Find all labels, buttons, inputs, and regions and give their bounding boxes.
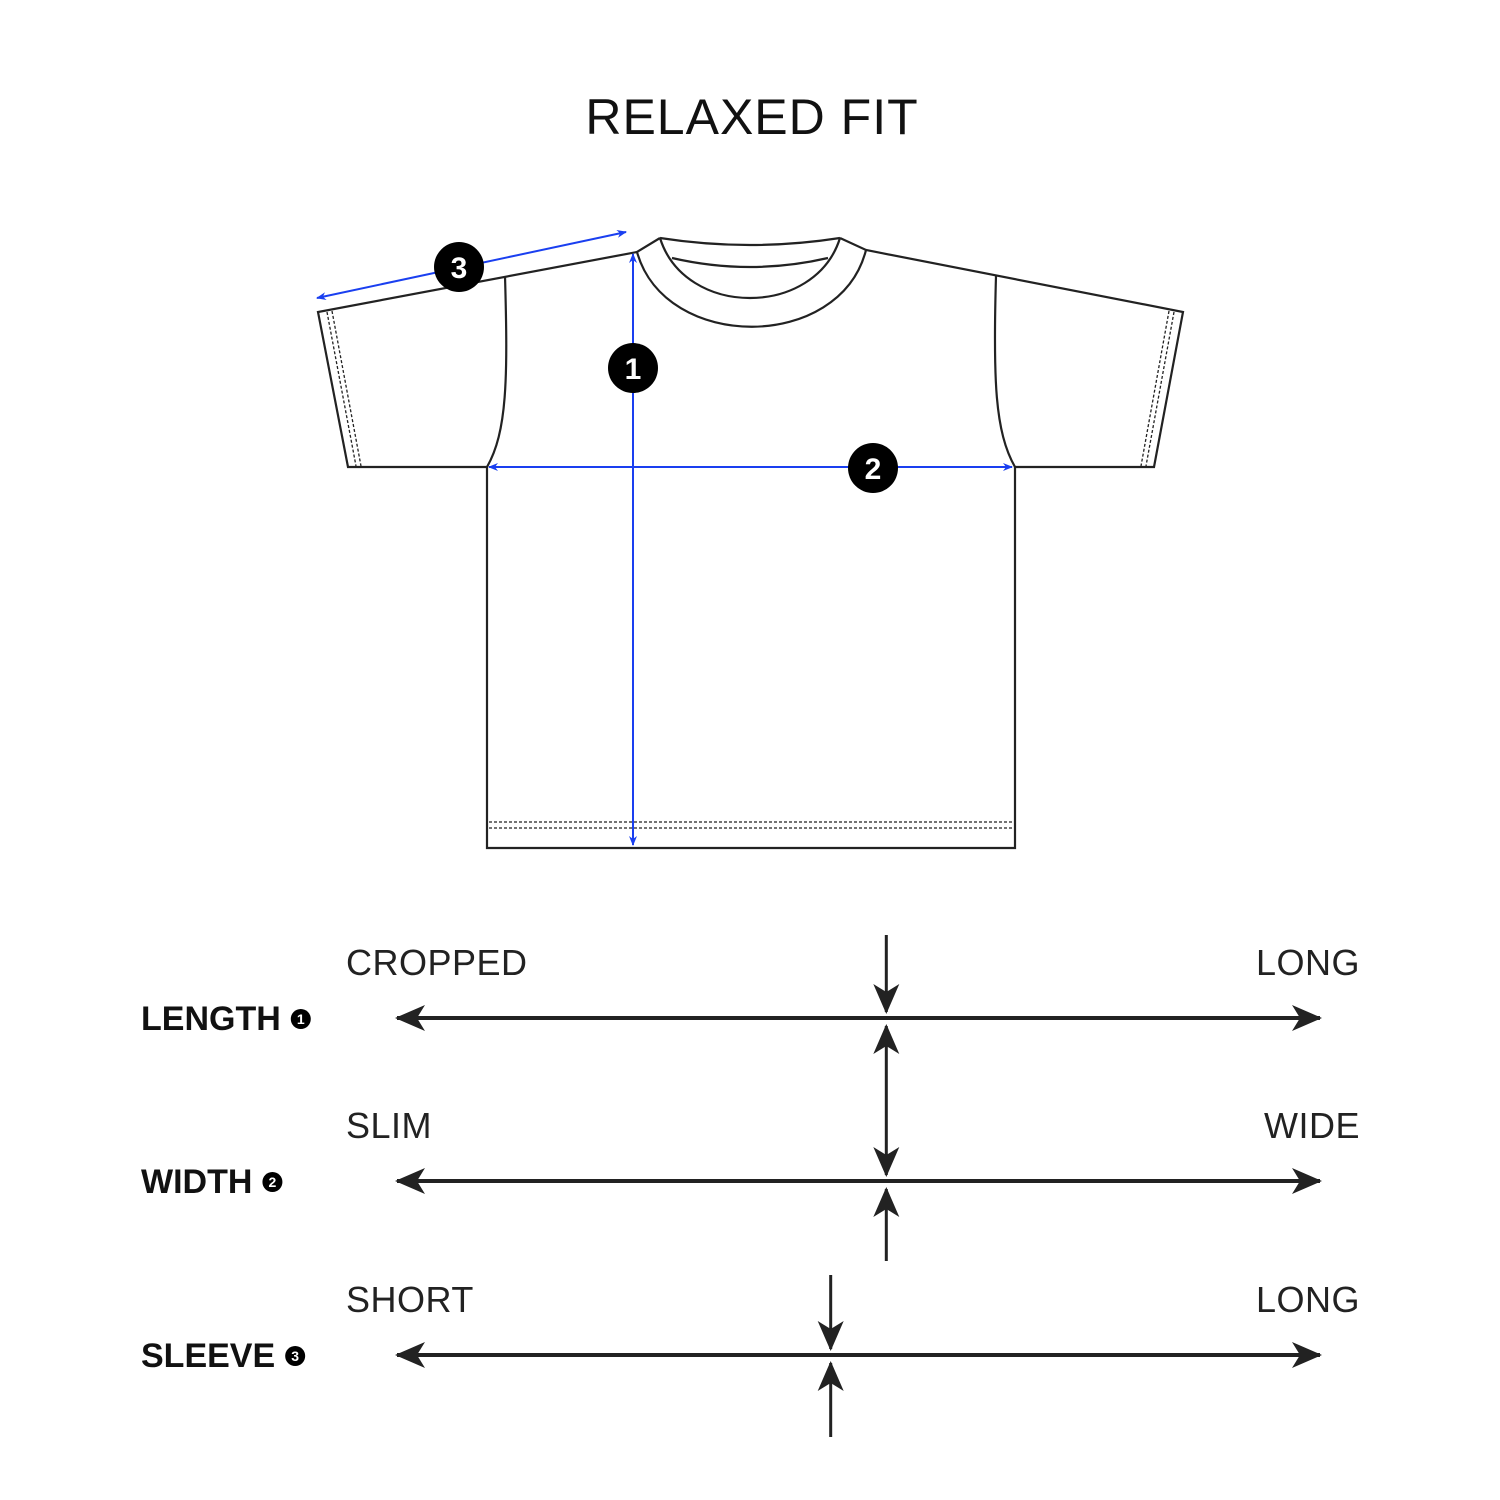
scale-min-label: CROPPED (346, 942, 528, 983)
svg-text:3: 3 (451, 252, 468, 285)
badge-width: 2 (848, 443, 898, 493)
neck-top (659, 236, 841, 247)
right-armhole (993, 275, 1016, 468)
collar-band (671, 256, 829, 269)
scale-number-badge (262, 1172, 283, 1192)
scale-number-badge (285, 1346, 306, 1366)
scale-min-label: SLIM (346, 1105, 432, 1146)
left-armhole (486, 275, 508, 468)
shirt-body (485, 467, 1017, 850)
scale-number: 3 (291, 1348, 299, 1364)
scale-length: LENGTH 1 CROPPED LONG (141, 935, 1360, 1103)
collar-outer (635, 249, 868, 328)
scale-number: 1 (297, 1011, 305, 1027)
page-title: RELAXED FIT (585, 89, 918, 145)
svg-text:1: 1 (625, 353, 642, 386)
badge-sleeve: 3 (434, 242, 484, 292)
scale-sleeve: SLEEVE 3 SHORT LONG (141, 1275, 1360, 1437)
scale-width: WIDTH 2 SLIM WIDE (141, 1103, 1360, 1261)
stitching (326, 310, 1175, 829)
scale-number: 2 (269, 1174, 277, 1190)
scale-min-label: SHORT (346, 1279, 474, 1320)
scale-label: WIDTH (141, 1163, 252, 1201)
right-sleeve (839, 237, 1185, 469)
scale-max-label: WIDE (1264, 1105, 1360, 1146)
scale-number-badge (290, 1009, 311, 1029)
scale-label: LENGTH (141, 1000, 281, 1038)
svg-text:2: 2 (865, 453, 882, 486)
scale-label: SLEEVE (141, 1337, 275, 1375)
scale-max-label: LONG (1256, 942, 1360, 983)
badge-length: 1 (608, 343, 658, 393)
left-sleeve (316, 237, 661, 469)
measure-lines (316, 229, 1013, 846)
collar-inner (658, 237, 842, 300)
scale-max-label: LONG (1256, 1279, 1360, 1320)
tshirt-outline (316, 236, 1185, 850)
